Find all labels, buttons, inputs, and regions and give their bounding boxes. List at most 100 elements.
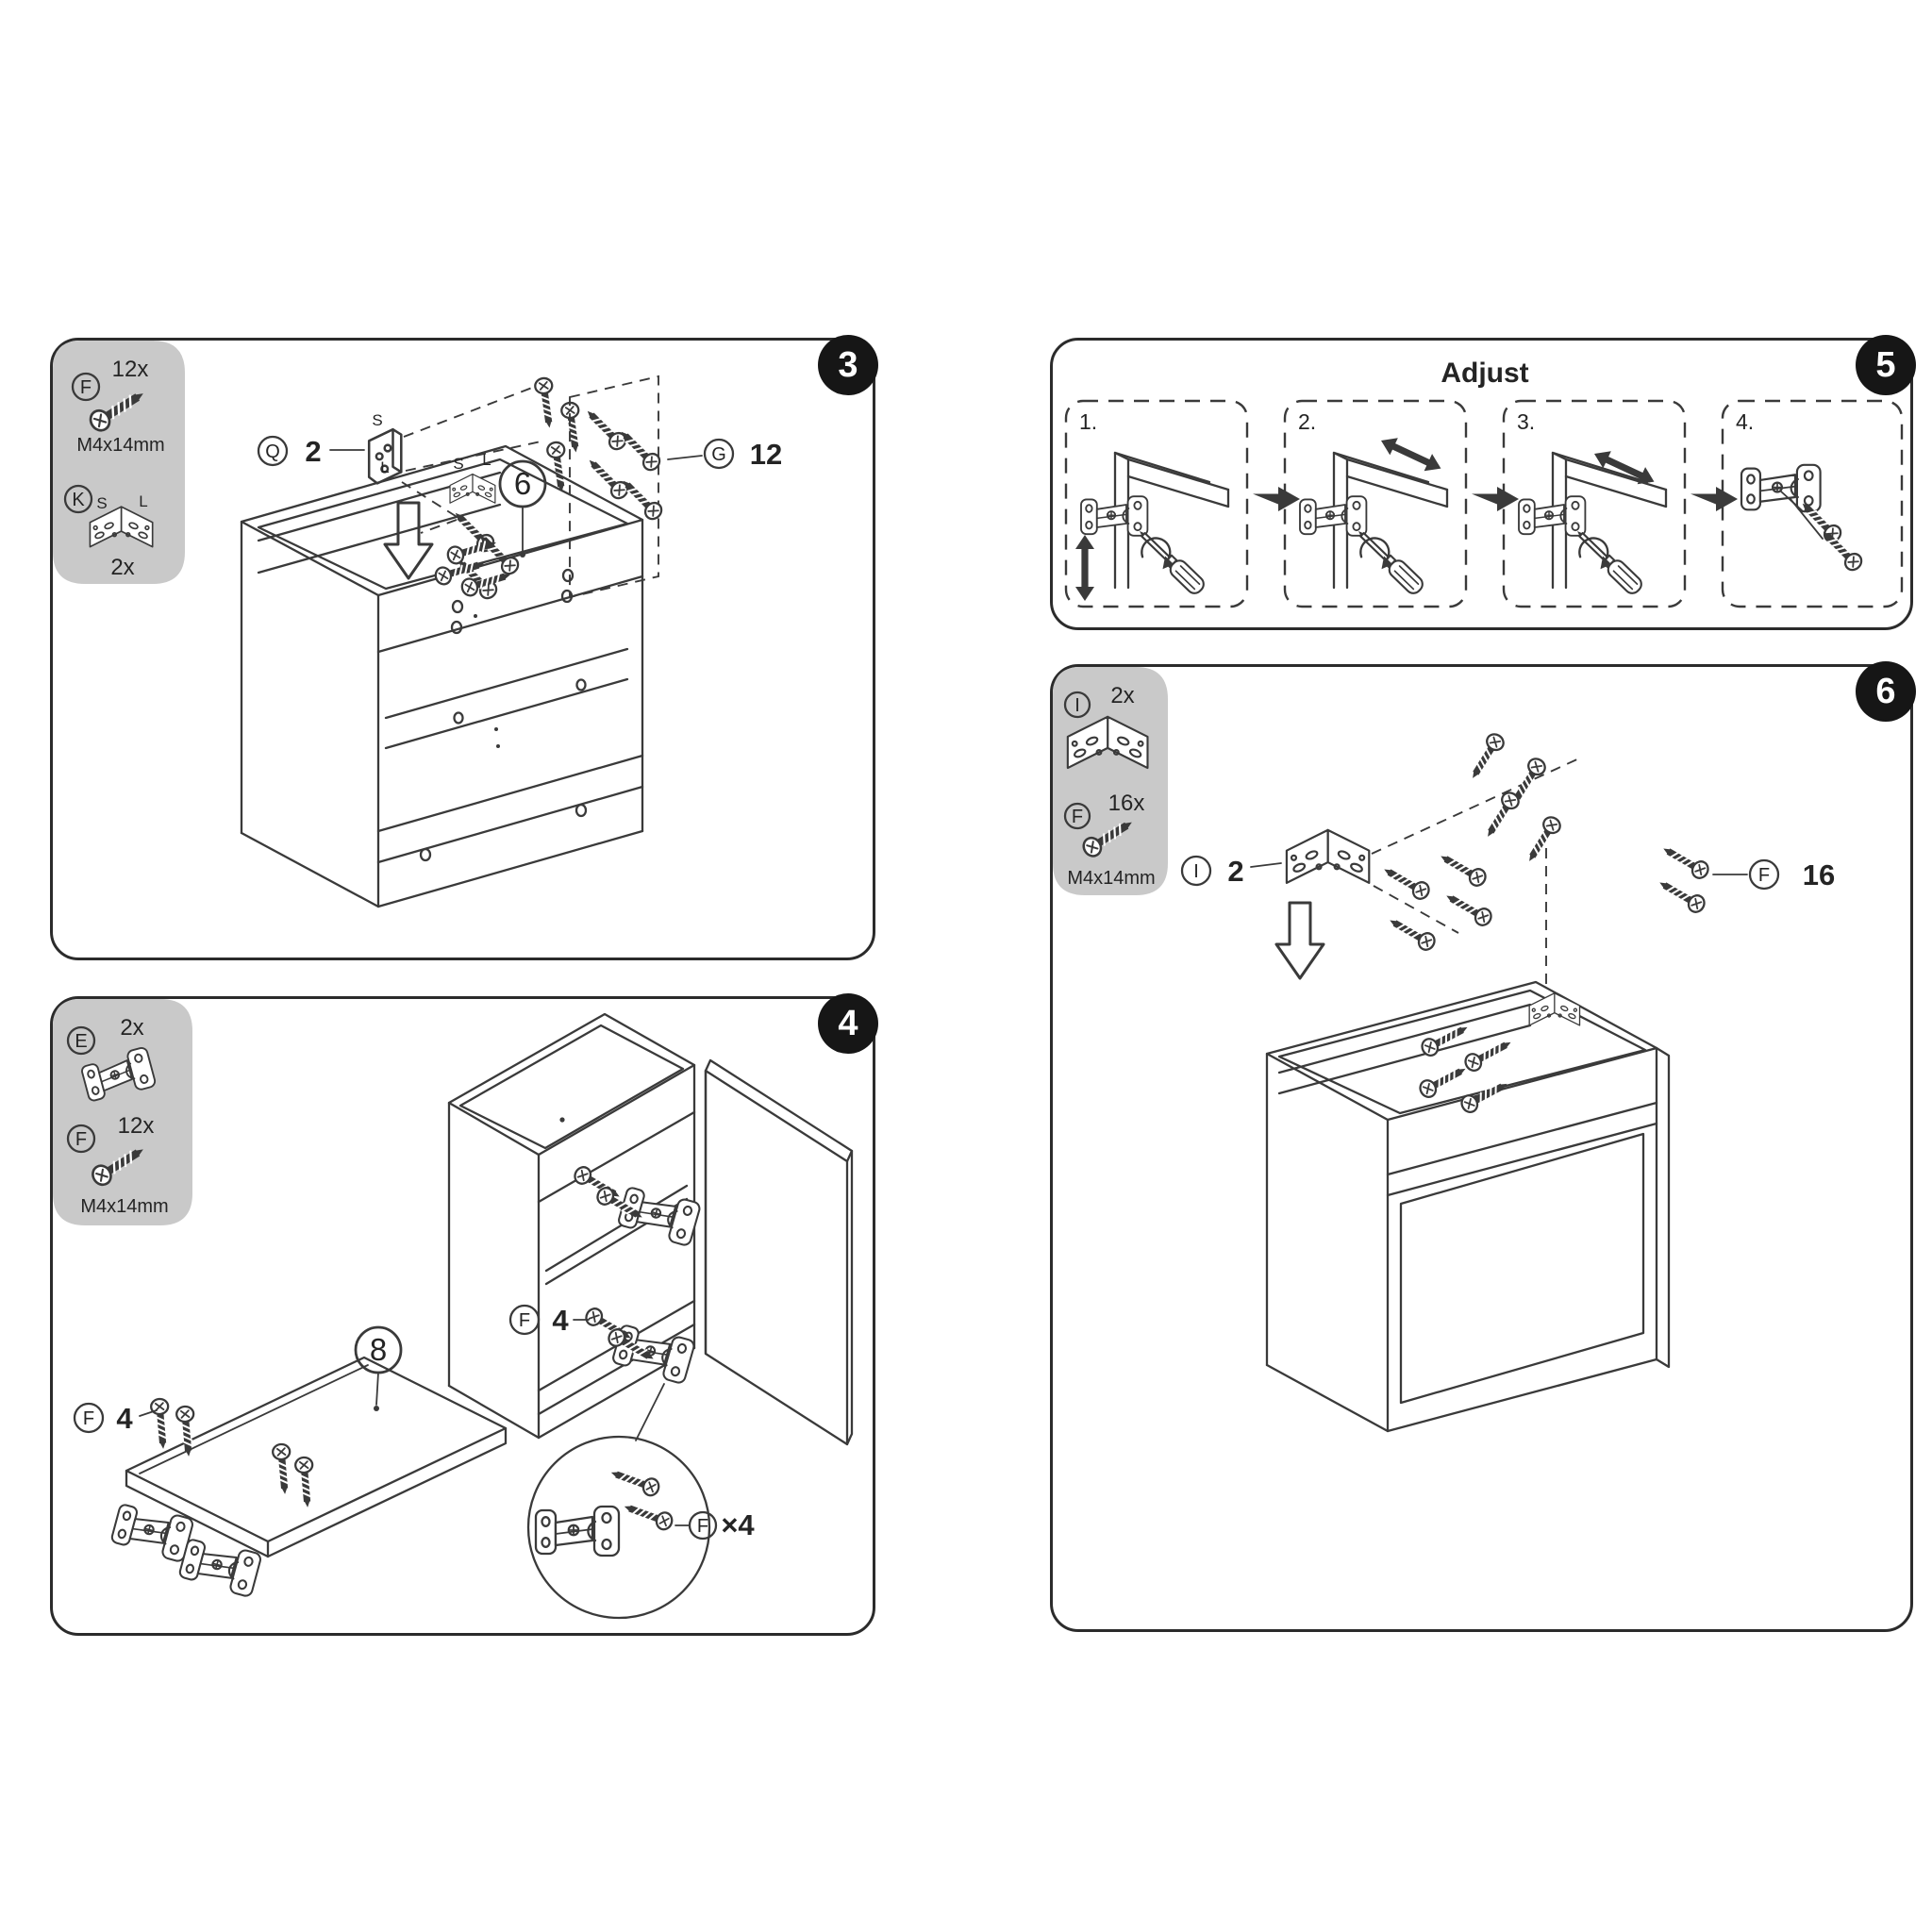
part-letter-circle bbox=[71, 372, 101, 402]
step-5-number: 5 bbox=[1875, 344, 1896, 385]
hinge-detail-circle: F ×4 bbox=[526, 1383, 755, 1620]
step-5-panel: Adjust 1. bbox=[1050, 335, 1916, 630]
step-4-number: 4 bbox=[838, 1003, 858, 1043]
screws-middle-group bbox=[1378, 847, 1495, 954]
screw-callout: G 12 bbox=[667, 438, 782, 471]
bracket-mark-l: L bbox=[139, 492, 147, 510]
step-6-number: 6 bbox=[1875, 671, 1896, 711]
part-ref-8: 8 bbox=[354, 1325, 403, 1411]
hw-screw-size: M4x14mm bbox=[76, 435, 164, 456]
screws-upper-group bbox=[1464, 729, 1564, 867]
bracket-mark-l: L bbox=[380, 458, 389, 476]
down-arrow bbox=[383, 501, 434, 580]
adjust-step-1-number: 1. bbox=[1079, 409, 1097, 434]
hw-screw-qty: 12x bbox=[118, 1113, 155, 1139]
step-3-drawing: F 12x M4x14mm K S L 2x Q 2 bbox=[53, 341, 782, 908]
detail-screw-id: F bbox=[697, 1516, 708, 1537]
next-arrow bbox=[1253, 487, 1300, 511]
step-6-badge: 6 bbox=[1856, 661, 1916, 722]
alignment-dash bbox=[420, 519, 458, 534]
screwdriver bbox=[1351, 524, 1427, 598]
step3-hardware-box: F 12x M4x14mm K S L 2x bbox=[53, 341, 185, 584]
adjust-step-3: 3. bbox=[1502, 399, 1687, 608]
hw-screw-qty: 16x bbox=[1108, 791, 1145, 816]
callout-screws-qty: 12 bbox=[750, 438, 782, 471]
door-hinges bbox=[610, 1182, 703, 1386]
adjust-step-2: 2. bbox=[1283, 399, 1468, 608]
alignment-dash bbox=[1373, 885, 1459, 934]
hw-hinge-id: E bbox=[75, 1031, 87, 1052]
callout-bracket-id: Q bbox=[265, 441, 280, 462]
part-ref-number: 8 bbox=[370, 1332, 387, 1367]
callout-bracket-qty: 2 bbox=[1227, 855, 1243, 888]
callout-door-qty: 4 bbox=[116, 1402, 133, 1435]
bracket-mark-s: S bbox=[96, 494, 107, 512]
alignment-dash bbox=[1371, 757, 1582, 855]
hw-bracket-qty: 2x bbox=[1110, 683, 1134, 708]
screwdriver bbox=[1132, 524, 1208, 598]
mounted-bracket bbox=[1528, 992, 1581, 1026]
adjust-title: Adjust bbox=[1441, 358, 1528, 389]
adjust-step-4-number: 4. bbox=[1736, 409, 1754, 434]
step-4-drawing: E 2x F 12x M4x14mm bbox=[53, 999, 854, 1620]
adjust-step-3-number: 3. bbox=[1517, 409, 1535, 434]
hinge bbox=[1740, 463, 1822, 513]
screw-callout-cabinet: F 4 bbox=[508, 1304, 590, 1337]
bracket-mark-s: S bbox=[372, 411, 382, 429]
callout-bracket-id: I bbox=[1193, 861, 1199, 882]
mounted-bracket: S L bbox=[449, 451, 496, 504]
step-5-drawing: Adjust 1. bbox=[1064, 358, 1904, 608]
adjust-step-1: 1. bbox=[1064, 399, 1249, 608]
hw-screw-id: F bbox=[75, 1129, 87, 1150]
hw-screw-qty: 12x bbox=[112, 357, 149, 382]
hw-bracket-id: I bbox=[1074, 695, 1080, 716]
bracket-mark-s: S bbox=[453, 455, 463, 473]
callout-bracket-qty: 2 bbox=[305, 435, 321, 468]
cabinet-assembled bbox=[1265, 980, 1671, 1433]
alignment-dash bbox=[401, 481, 459, 519]
step-3-panel: F 12x M4x14mm K S L 2x Q 2 bbox=[50, 335, 878, 960]
bracket-callout: I 2 bbox=[1180, 855, 1282, 888]
adjust-step-2-number: 2. bbox=[1298, 409, 1316, 434]
screwdriver bbox=[1570, 524, 1646, 598]
step-4-badge: 4 bbox=[818, 993, 878, 1054]
step-6-panel: I 2x F 16x M4x14mm I 2 bbox=[1050, 661, 1916, 1632]
screw-callout-door: F 4 bbox=[73, 1402, 158, 1435]
part-ref-number: 6 bbox=[514, 466, 531, 501]
alignment-dashed-box bbox=[569, 375, 659, 599]
part-ref-6: 6 bbox=[498, 459, 547, 558]
step-4-panel: E 2x F 12x M4x14mm bbox=[50, 993, 878, 1636]
hw-screw-size: M4x14mm bbox=[80, 1196, 168, 1217]
step-3-badge: 3 bbox=[818, 335, 878, 395]
callout-cabinet-id: F bbox=[519, 1310, 530, 1331]
step-3-number: 3 bbox=[838, 344, 858, 385]
flat-door-screws bbox=[149, 1397, 318, 1509]
step4-hardware-box: E 2x F 12x M4x14mm bbox=[53, 999, 192, 1225]
hw-bracket-id: K bbox=[72, 490, 85, 510]
bracket-callout: Q 2 bbox=[257, 435, 365, 468]
adjust-step-4: 4. bbox=[1721, 399, 1904, 608]
step-6-drawing: I 2x F 16x M4x14mm I 2 bbox=[1053, 667, 1835, 1433]
hw-screw-size: M4x14mm bbox=[1067, 868, 1155, 889]
callout-screws-id: G bbox=[711, 444, 726, 465]
cabinet-carcass: S L bbox=[240, 444, 644, 908]
part-letter-circle bbox=[63, 484, 93, 514]
screw-callout: F 16 bbox=[1654, 840, 1835, 916]
callout-cabinet-qty: 4 bbox=[552, 1304, 569, 1337]
hw-screw-id: F bbox=[80, 377, 92, 398]
cabinet-carcass bbox=[447, 1012, 696, 1440]
detail-screw-mult: ×4 bbox=[721, 1508, 755, 1541]
callout-screws-id: F bbox=[1758, 865, 1770, 886]
hw-screw-id: F bbox=[1072, 807, 1083, 827]
vertical-adjust-arrow bbox=[1075, 535, 1094, 601]
next-arrow bbox=[1472, 487, 1519, 511]
hw-hinge-qty: 2x bbox=[120, 1015, 143, 1041]
door-panel-flat bbox=[125, 1356, 508, 1558]
callout-screws-qty: 16 bbox=[1803, 858, 1835, 891]
step-5-badge: 5 bbox=[1856, 335, 1916, 395]
bracket-mark-l: L bbox=[482, 451, 491, 469]
cabinet-door-open bbox=[704, 1058, 854, 1446]
next-arrow bbox=[1690, 487, 1738, 511]
alignment-dash bbox=[405, 440, 546, 472]
